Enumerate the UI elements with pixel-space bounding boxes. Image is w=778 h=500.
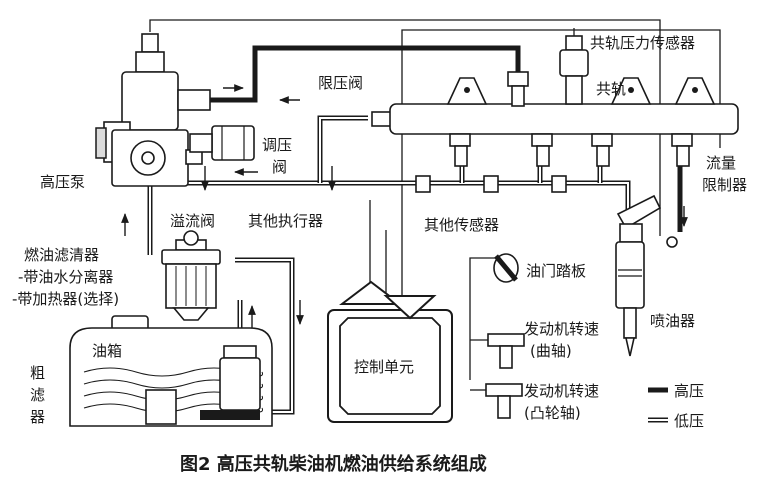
label-filter-3: -带加热器(选择) — [12, 290, 119, 308]
label-regulator-1: 调压 — [262, 136, 292, 154]
label-filter-1: 燃油滤清器 — [24, 246, 99, 264]
legend: 高压 低压 — [648, 382, 704, 430]
legend-low-pressure: 低压 — [674, 412, 704, 430]
labels: 共轨压力传感器 共轨 限压阀 高压泵 调压 阀 流量 限制器 溢流阀 其他执行器… — [12, 34, 747, 426]
throttle-pedal — [493, 253, 519, 283]
label-flow-limiter-1: 流量 — [706, 154, 736, 172]
control-unit — [327, 280, 453, 423]
injector — [615, 194, 678, 357]
label-filter-2: -带油水分离器 — [18, 268, 113, 286]
label-other-sensors: 其他传感器 — [424, 216, 499, 234]
crank-speed-sensor — [487, 333, 525, 369]
label-tank: 油箱 — [92, 342, 122, 360]
label-coarse-filter-1: 粗 — [30, 364, 45, 382]
common-rail — [371, 77, 739, 167]
coarse-filter — [145, 389, 177, 425]
label-cam-speed-1: 发动机转速 — [524, 382, 599, 400]
label-crank-speed-2: (曲轴) — [530, 342, 572, 360]
label-pressure-limiter: 限压阀 — [318, 74, 363, 92]
pressure-regulator — [189, 125, 255, 161]
label-rail: 共轨 — [596, 80, 626, 98]
label-crank-speed-1: 发动机转速 — [524, 320, 599, 338]
label-regulator-2: 阀 — [272, 158, 287, 176]
label-overflow-valve: 溢流阀 — [170, 212, 215, 230]
flow-arrows — [121, 84, 688, 328]
label-pressure-sensor: 共轨压力传感器 — [590, 34, 695, 52]
label-cam-speed-2: (凸轮轴) — [524, 404, 581, 422]
fuel-filter — [161, 230, 221, 321]
high-pressure-pump — [95, 33, 211, 187]
legend-high-pressure: 高压 — [674, 382, 704, 400]
label-other-actuators: 其他执行器 — [248, 212, 323, 230]
label-flow-limiter-2: 限制器 — [702, 176, 747, 194]
label-injector: 喷油器 — [650, 312, 695, 330]
label-high-pressure-pump: 高压泵 — [40, 173, 85, 191]
figure-caption: 图2 高压共轨柴油机燃油供给系统组成 — [180, 453, 487, 475]
pressure-limiter-valve — [507, 71, 529, 107]
harness-connectors — [415, 175, 567, 193]
rail-pressure-sensor — [559, 35, 589, 105]
cam-speed-sensor — [485, 383, 523, 419]
in-tank-pump — [200, 345, 261, 420]
label-coarse-filter-3: 器 — [30, 408, 45, 426]
label-throttle-pedal: 油门踏板 — [526, 262, 586, 280]
label-coarse-filter-2: 滤 — [30, 386, 45, 404]
label-control-unit: 控制单元 — [354, 358, 414, 376]
